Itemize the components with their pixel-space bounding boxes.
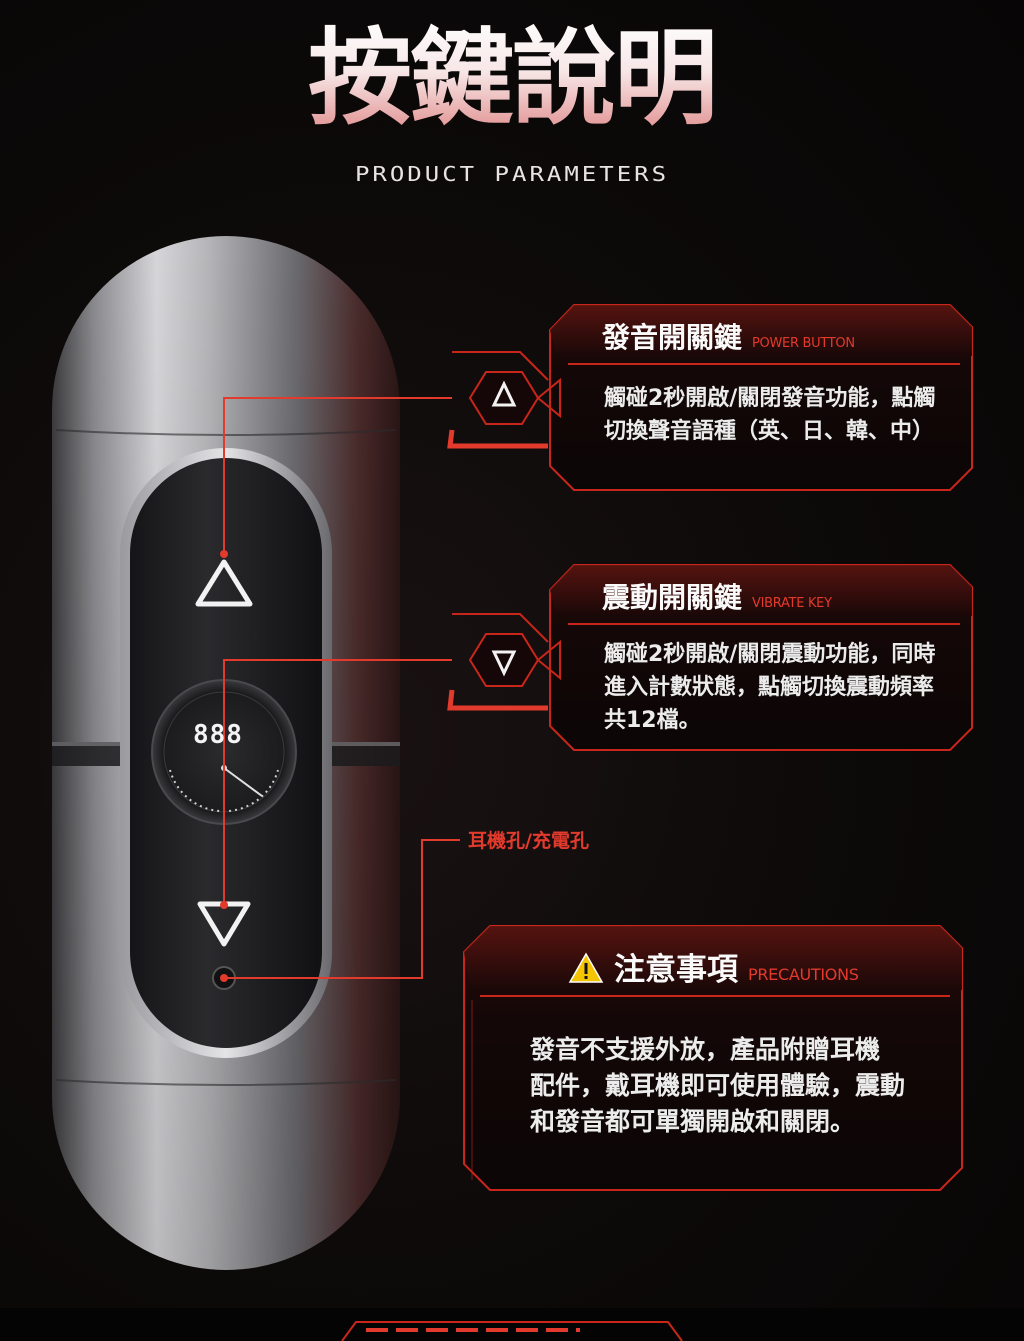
precautions-panel-line: 和發音都可單獨開啟和關閉。	[530, 1107, 856, 1136]
precautions-panel-line: 發音不支援外放，產品附贈耳機	[530, 1035, 881, 1064]
page-subtitle: PRODUCT PARAMETERS	[354, 162, 670, 186]
precautions-panel-title: 注意事項	[614, 952, 738, 988]
power-panel-header: 發音開關鍵 POWER BUTTON	[602, 316, 855, 356]
precautions-panel-line: 配件，戴耳機即可使用體驗，震動	[530, 1071, 906, 1100]
precautions-panel-body: 發音不支援外放，產品附贈耳機 配件，戴耳機即可使用體驗，震動 和發音都可單獨開啟…	[530, 1032, 905, 1140]
up-triangle-icon	[195, 559, 253, 607]
vibrate-panel-frame	[447, 564, 973, 751]
precautions-panel-header: 注意事項 PRECAUTIONS	[568, 944, 859, 989]
vibrate-panel-line: 觸碰2秒開啟/關閉震動功能，同時	[604, 642, 936, 667]
power-panel-frame	[447, 304, 973, 491]
jack-label: 耳機孔/充電孔	[468, 830, 589, 852]
power-panel-title-en: POWER BUTTON	[752, 336, 855, 351]
power-panel-line: 切換聲音語種（英、日、韓、中）	[604, 419, 935, 444]
lcd-digits: 888	[193, 720, 243, 750]
precautions-panel-title-en: PRECAUTIONS	[748, 965, 859, 984]
page-title: 按鍵說明	[0, 18, 1024, 138]
vibrate-panel-title-en: VIBRATE KEY	[752, 596, 832, 611]
vibrate-panel-body: 觸碰2秒開啟/關閉震動功能，同時 進入計數狀態，點觸切換震動頻率 共12檔。	[604, 638, 935, 737]
warning-icon	[568, 952, 604, 983]
vibrate-panel-line: 進入計數狀態，點觸切換震動頻率	[604, 675, 935, 700]
vibrate-panel-header: 震動開關鍵 VIBRATE KEY	[602, 576, 832, 616]
vibrate-panel-line: 共12檔。	[604, 708, 701, 733]
vibrate-panel-title: 震動開關鍵	[602, 581, 743, 614]
leader-lines	[220, 397, 460, 979]
power-panel-line: 觸碰2秒開啟/關閉發音功能，點觸	[604, 386, 936, 411]
power-panel-title: 發音開關鍵	[602, 321, 743, 354]
power-panel-body: 觸碰2秒開啟/關閉發音功能，點觸 切換聲音語種（英、日、韓、中）	[604, 382, 935, 448]
bottom-decor	[0, 1308, 1024, 1341]
